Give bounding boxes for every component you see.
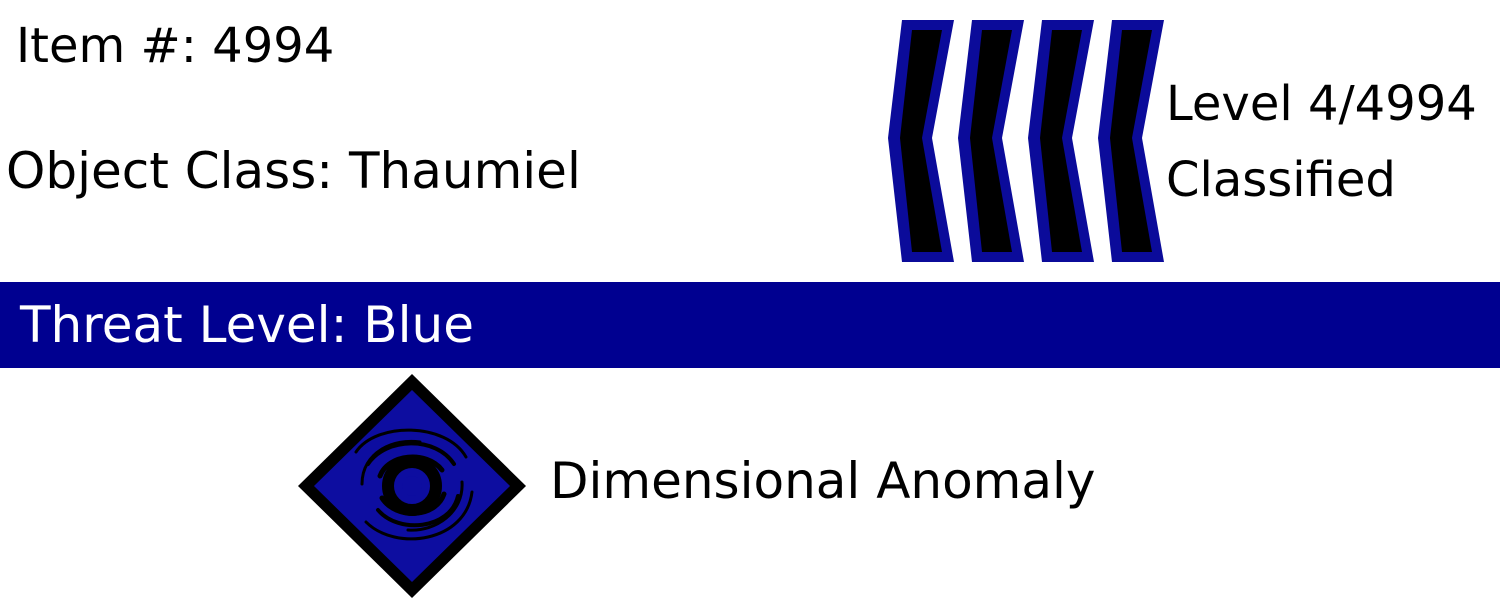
- clearance-level: Level 4/4994: [1166, 76, 1477, 132]
- chevron-icon: [888, 20, 954, 262]
- threat-level-bar: Threat Level: Blue: [0, 282, 1500, 368]
- disruption-class-label: Dimensional Anomaly: [550, 452, 1096, 510]
- vortex-icon: [298, 374, 526, 598]
- clearance-status: Classified: [1166, 152, 1396, 208]
- chevron-icon: [1028, 20, 1094, 262]
- item-number: Item #: 4994: [16, 18, 335, 74]
- chevron-icon: [1098, 20, 1164, 262]
- chevron-icon: [958, 20, 1024, 262]
- object-class: Object Class: Thaumiel: [6, 142, 581, 200]
- clearance-chevrons-icon: [888, 20, 1164, 262]
- threat-level-label: Threat Level: Blue: [20, 296, 474, 354]
